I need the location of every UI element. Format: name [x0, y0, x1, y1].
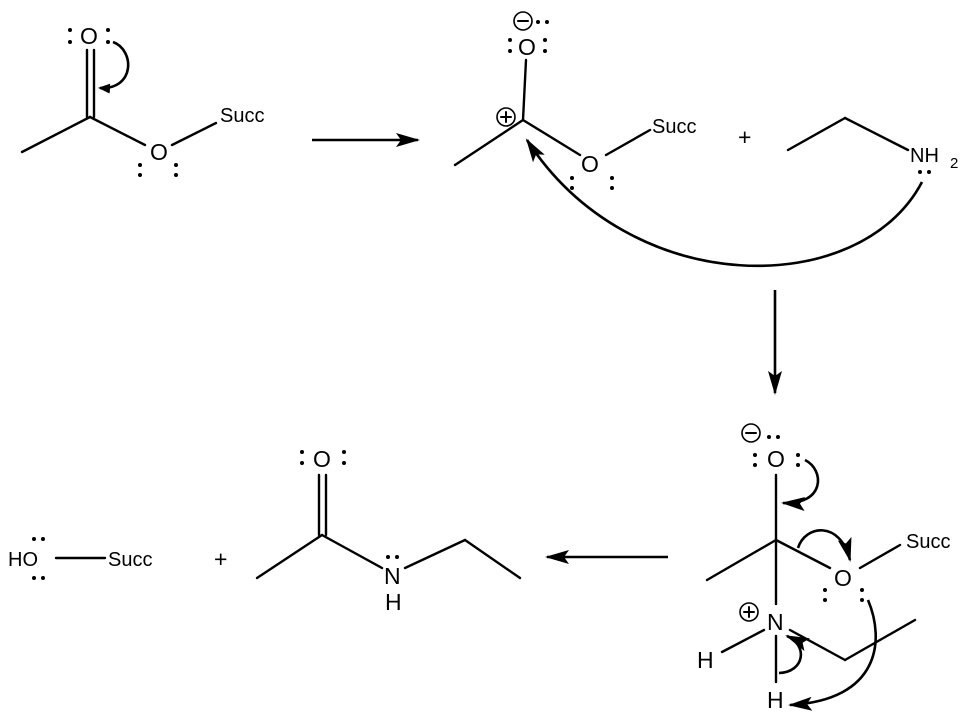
ammonium-nitrogen: N: [767, 609, 784, 635]
curved-arrow-oxyanion: [781, 458, 820, 512]
plus-charge-icon: [496, 107, 516, 127]
succ-group: Succ: [220, 105, 264, 127]
curved-arrow-nucleophilic-attack: [525, 138, 924, 268]
hydrogen: H: [767, 687, 784, 713]
curved-arrow-nh-bond: [778, 634, 810, 675]
curved-arrow-deprotonation: [788, 599, 878, 711]
amide-hydrogen: H: [385, 589, 402, 615]
intermediate-cation: O O Succ: [453, 11, 696, 190]
curved-arrow-pi-bond: [98, 40, 130, 94]
tetrahedral-intermediate: O O Succ N H H: [697, 423, 950, 713]
lone-pairs: [753, 435, 864, 602]
oxyanion: O: [767, 446, 785, 472]
reactant-ester: O O Succ: [20, 23, 264, 177]
product-amide: O N H: [255, 446, 522, 615]
lone-pairs: [300, 450, 399, 559]
ester-oxygen: O: [834, 565, 852, 591]
hydrogen: H: [697, 647, 714, 673]
plus-charge-icon: [739, 602, 759, 622]
succ-group: Succ: [652, 116, 696, 138]
carbonyl-oxygen: O: [80, 23, 98, 49]
oxyanion: O: [518, 34, 536, 60]
curved-arrow-leaving-group: [796, 529, 852, 562]
carbonyl-oxygen: O: [313, 446, 331, 472]
minus-charge-icon: [513, 11, 533, 31]
amine-nh: NH: [910, 145, 939, 167]
minus-charge-icon: [741, 423, 761, 443]
product-hydroxy-succ: HO Succ: [8, 537, 152, 580]
plus-sign: +: [738, 124, 751, 150]
ester-oxygen: O: [581, 151, 599, 177]
succ-group: Succ: [906, 531, 950, 553]
plus-sign: +: [214, 546, 227, 572]
ethylamine: NH 2: [786, 116, 958, 174]
lone-pairs: [68, 28, 178, 177]
succ-group: Succ: [108, 549, 152, 571]
hydroxyl: HO: [8, 549, 38, 571]
ester-oxygen: O: [150, 139, 168, 165]
amide-nitrogen: N: [384, 563, 401, 589]
lone-pairs: [508, 20, 614, 190]
amine-subscript: 2: [950, 155, 958, 172]
